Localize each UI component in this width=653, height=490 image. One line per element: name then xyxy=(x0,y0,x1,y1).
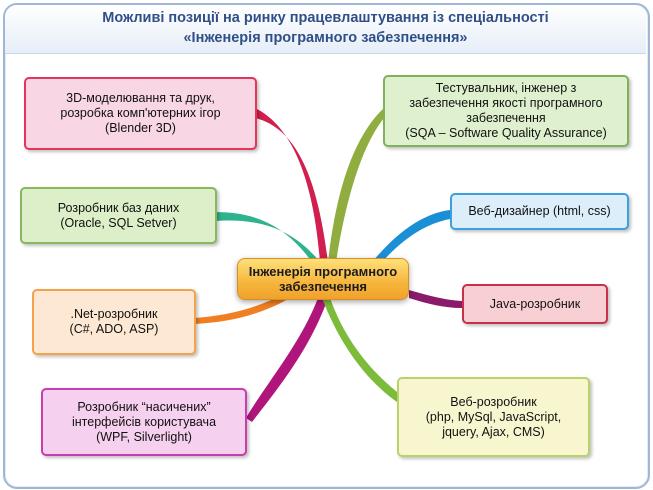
title-line-1: Можливі позиції на ринку працевлаштуванн… xyxy=(102,10,549,26)
node-dotnet: .Net-розробник (C#, ADO, ASP) xyxy=(32,289,196,355)
node-qa-label: Тестувальник, інженер з забезпечення яко… xyxy=(405,81,607,140)
node-dotnet-label: .Net-розробник (C#, ADO, ASP) xyxy=(69,307,159,336)
node-3d-modeling-label: 3D-моделювання та друк, розробка комп'ют… xyxy=(60,91,221,135)
branch-databases xyxy=(215,212,320,262)
node-java: Java-розробник xyxy=(462,284,608,324)
central-topic: Інженерія програмного забезпечення xyxy=(237,258,409,300)
node-web-designer: Веб-дизайнер (html, css) xyxy=(450,193,629,230)
node-web-dev: Веб-розробник (php, MySql, JavaScript, j… xyxy=(397,377,590,457)
branch-web-designer xyxy=(372,210,450,262)
node-databases: Розробник баз даних (Oracle, SQL Setver) xyxy=(20,187,217,244)
node-qa: Тестувальник, інженер з забезпечення яко… xyxy=(383,75,629,147)
branch-rich-ui xyxy=(246,298,328,422)
title-line-2: «Інженерія програмного забезпечення» xyxy=(183,30,468,46)
node-3d-modeling: 3D-моделювання та друк, розробка комп'ют… xyxy=(24,77,257,150)
branch-java xyxy=(409,290,462,308)
title-bar xyxy=(5,5,646,54)
central-topic-label: Інженерія програмного забезпечення xyxy=(248,264,398,294)
node-databases-label: Розробник баз даних (Oracle, SQL Setver) xyxy=(57,200,180,230)
diagram-title: Можливі позиції на ринку працевлаштуванн… xyxy=(5,8,646,48)
node-java-label: Java-розробник xyxy=(489,296,581,311)
branch-dotnet xyxy=(195,290,290,324)
node-web-dev-label: Веб-розробник (php, MySql, JavaScript, j… xyxy=(425,394,562,439)
branch-qa xyxy=(328,108,384,262)
node-web-designer-label: Веб-дизайнер (html, css) xyxy=(468,204,611,218)
node-rich-ui-label: Розробник “насичених” інтерфейсів корист… xyxy=(71,399,217,444)
branch-web-dev xyxy=(322,298,397,402)
branch-modeling xyxy=(255,108,328,262)
node-rich-ui: Розробник “насичених” інтерфейсів корист… xyxy=(41,388,247,456)
